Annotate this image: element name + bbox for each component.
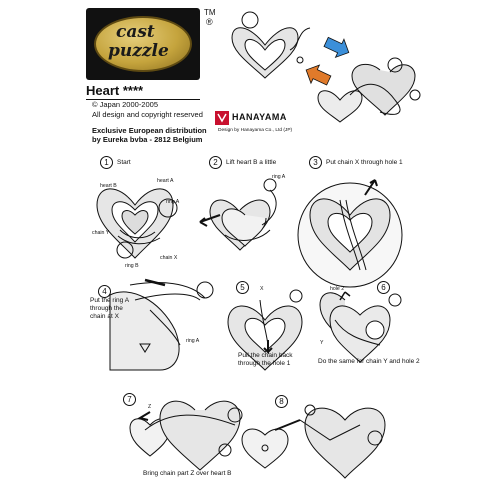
trademark-symbol: TM [204, 8, 216, 17]
hanayama-logo: HANAYAMA [215, 110, 287, 126]
step2-illustration [199, 178, 277, 251]
rights-text: All design and copyright reserved [92, 110, 203, 119]
step-number-1: 1 [100, 156, 113, 169]
step1-caption: Start [117, 159, 131, 166]
step6-label-hole2: hole 2 [330, 286, 345, 292]
label-heart-a: heart A [157, 178, 174, 184]
label-chain-x: chain X [160, 255, 178, 261]
step5-caption-1: Pull the chain back [238, 352, 293, 359]
product-title: Heart **** [86, 83, 200, 100]
step7-illustration [129, 400, 243, 471]
step5-illustration [227, 289, 303, 371]
step4-label-ring-a: ring A [186, 338, 200, 344]
step6-illustration [319, 291, 402, 363]
step4-caption-3: chain at X [90, 313, 119, 320]
step-number-4: 4 [98, 285, 111, 298]
step4-illustration [109, 278, 214, 371]
logo-text-cast: cast [116, 22, 155, 42]
step-number-6: 6 [377, 281, 390, 294]
step7-label-z: Z [148, 404, 152, 410]
top-heart-illustration [231, 11, 311, 79]
step-number-3: 3 [309, 156, 322, 169]
separated-hearts-illustration [317, 57, 421, 123]
step2-label-ring-a: ring A [272, 174, 286, 180]
hanayama-name: HANAYAMA [232, 112, 287, 122]
hanayama-credit: Design by Hanayama Co., Ltd (JP) [218, 128, 293, 133]
step1-illustration [96, 188, 178, 259]
step8-illustration [241, 404, 386, 479]
step-number-5: 5 [236, 281, 249, 294]
step3-illustration [297, 179, 403, 288]
step2-caption: Lift heart B a little [226, 159, 277, 166]
registered-symbol: ® [206, 17, 213, 27]
orange-arrow-icon [305, 64, 332, 86]
castpuzzle-logo: cast puzzle [86, 8, 200, 80]
label-ring-a: ring A [166, 199, 180, 205]
step6-label-y: Y [320, 340, 324, 346]
label-chain-y: chain Y [92, 230, 110, 236]
hanayama-mark-icon [215, 111, 229, 125]
step-number-8: 8 [275, 395, 288, 408]
step7-caption: Bring chain part Z over heart B [143, 470, 232, 477]
step4-caption-2: through the [90, 305, 123, 312]
distribution-text-1: Exclusive European distribution [92, 126, 207, 135]
label-heart-b: heart B [100, 183, 117, 189]
logo-text-puzzle: puzzle [108, 41, 169, 61]
step-number-2: 2 [209, 156, 222, 169]
distribution-text-2: by Eureka bvba - 2812 Belgium [92, 135, 203, 144]
step5-label-x: X [260, 286, 264, 292]
blue-arrow-icon [323, 36, 350, 59]
copyright-text: © Japan 2000-2005 [92, 100, 158, 109]
step3-caption: Put chain X through hole 1 [326, 159, 403, 166]
logo-oval [94, 16, 192, 72]
step5-caption-2: through the hole 1 [238, 360, 291, 367]
label-ring-b: ring B [125, 263, 139, 269]
step6-caption: Do the same for chain Y and hole 2 [318, 358, 420, 365]
step4-caption-1: Put the ring A [90, 297, 130, 304]
step-number-7: 7 [123, 393, 136, 406]
